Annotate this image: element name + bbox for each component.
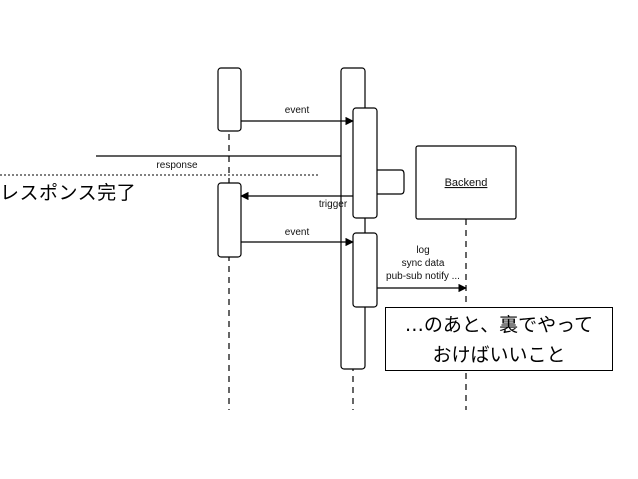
- note-line-1: …のあと、裏でやって: [404, 314, 594, 336]
- event-label-1: event: [285, 105, 310, 116]
- response-complete-annotation: レスポンス完了: [0, 182, 137, 204]
- backend-note-sync: sync data: [402, 258, 445, 269]
- backend-box: [415, 145, 517, 220]
- background-task-note: …のあと、裏でやって おけばいいこと: [385, 307, 613, 371]
- trigger-label: trigger: [319, 199, 348, 210]
- backend-note-pubsub: pub-sub notify ...: [386, 271, 460, 282]
- event-label-2: event: [285, 227, 310, 238]
- backend-label: Backend: [445, 177, 488, 189]
- client-activation-2: [217, 182, 242, 258]
- client-activation-1: [217, 67, 242, 132]
- note-line-2: おけばいいこと: [432, 344, 566, 366]
- response-label: response: [156, 160, 198, 171]
- server-activation-inner-2: [352, 232, 378, 308]
- backend-note-log: log: [416, 245, 429, 256]
- server-activation-inner-1: [352, 107, 378, 219]
- self-call-loop: [377, 169, 405, 195]
